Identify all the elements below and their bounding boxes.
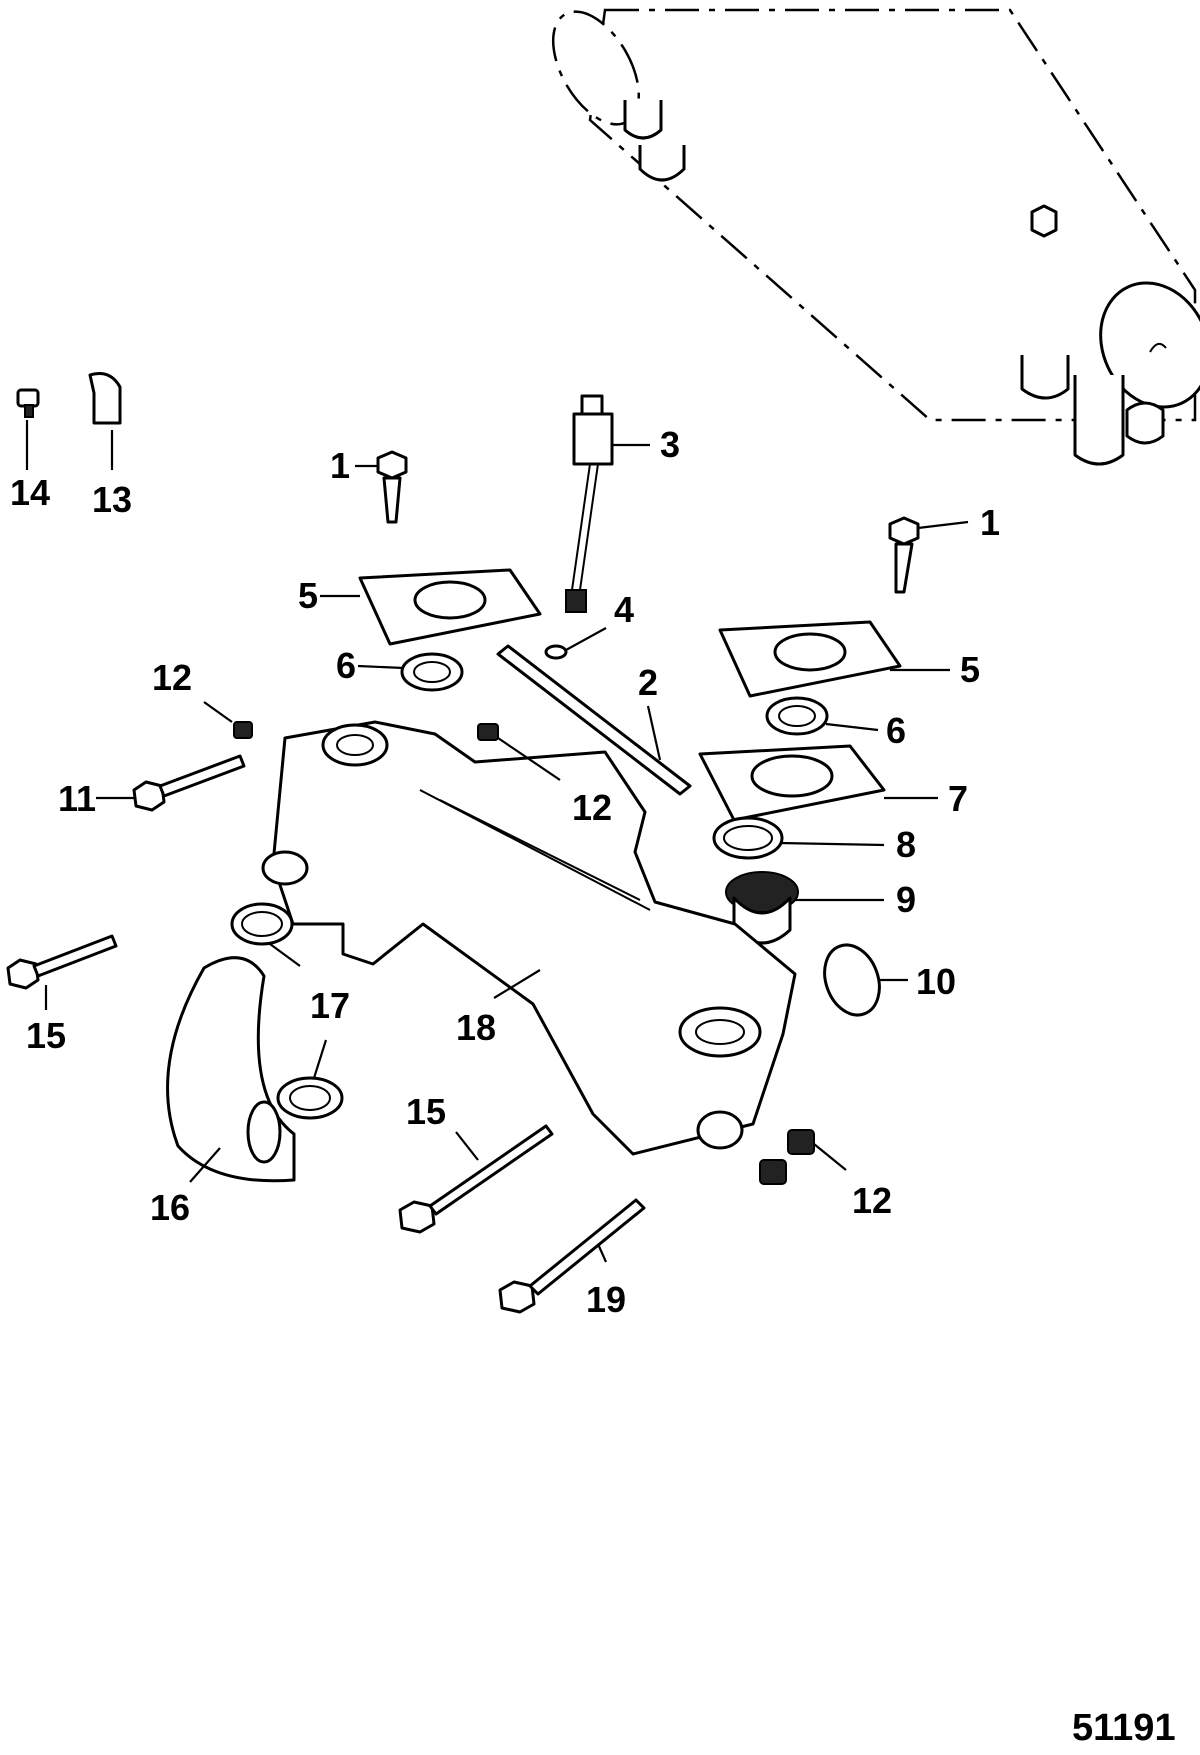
part-10-oring: 10 (823, 943, 956, 1017)
callout-17: 17 (310, 985, 350, 1026)
callout-15-left: 15 (26, 1015, 66, 1056)
part-5-gasket-left: 5 (298, 568, 542, 646)
callout-6-right: 6 (886, 710, 906, 751)
part-11-bolt: 11 (58, 754, 246, 819)
part-2-strip: 2 (496, 644, 692, 796)
part-9-thermostat: 9 (725, 871, 916, 945)
part-6-ring-left: 6 (336, 645, 464, 692)
callout-13: 13 (92, 479, 132, 520)
callout-6-left: 6 (336, 645, 356, 686)
callout-5-left: 5 (298, 575, 318, 616)
part-15-bolt-right: 15 (398, 1091, 554, 1234)
callout-1-left: 1 (330, 445, 350, 486)
part-19-bolt: 19 (498, 1198, 646, 1320)
part-13-clip: 13 (88, 372, 132, 520)
part-3-sensor: 3 (565, 394, 680, 613)
callout-12-right: 12 (852, 1180, 892, 1221)
part-15-bolt-left: 15 (6, 934, 118, 1056)
callout-8: 8 (896, 824, 916, 865)
callout-4: 4 (614, 589, 634, 630)
heat-exchanger (551, 8, 1200, 466)
callout-14: 14 (10, 472, 50, 513)
callout-10: 10 (916, 961, 956, 1002)
part-7-gasket: 7 (698, 744, 968, 822)
callout-3: 3 (660, 424, 680, 465)
callout-16: 16 (150, 1187, 190, 1228)
callout-18: 18 (456, 1007, 496, 1048)
part-17-clamp-lower: 17 (276, 985, 350, 1120)
callout-11: 11 (58, 778, 96, 819)
figure-id: 51191 (1072, 1707, 1176, 1749)
part-1-screw-left: 1 (330, 445, 408, 524)
part-12-plug-mid: 12 (477, 723, 612, 828)
part-14-screw: 14 (10, 388, 50, 513)
callout-12-mid: 12 (572, 787, 612, 828)
part-18-housing: 18 (261, 720, 797, 1156)
callout-15-right: 15 (406, 1091, 446, 1132)
part-12-plug-right: 12 (759, 1129, 892, 1221)
part-1-screw-right: 1 (888, 502, 1000, 594)
part-5-gasket-right: 5 (718, 620, 980, 698)
callout-19: 19 (586, 1279, 626, 1320)
part-6-ring-right: 6 (765, 696, 906, 751)
part-17-clamp-upper (230, 902, 301, 967)
callout-2: 2 (638, 662, 658, 703)
part-12-plug-left: 12 (152, 657, 253, 739)
callout-5-right: 5 (960, 649, 980, 690)
part-16-hose: 16 (150, 956, 296, 1228)
callout-1-right: 1 (980, 502, 1000, 543)
callout-7: 7 (948, 778, 968, 819)
part-4-washer: 4 (544, 589, 634, 660)
part-8-seal: 8 (712, 816, 916, 865)
callout-9: 9 (896, 879, 916, 920)
callout-12-left: 12 (152, 657, 192, 698)
